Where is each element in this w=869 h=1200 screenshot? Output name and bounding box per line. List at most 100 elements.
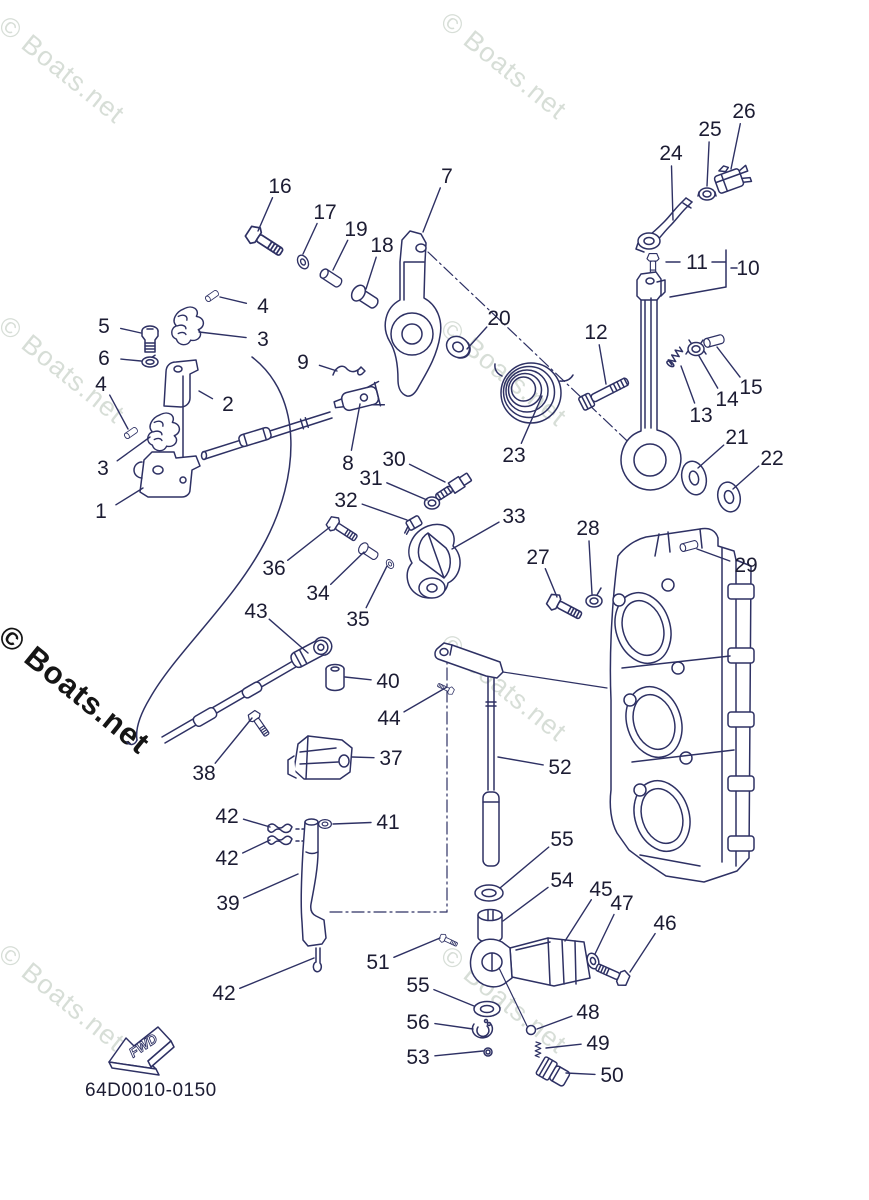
callout-leader-46 — [629, 932, 656, 973]
callout-leader-35 — [365, 565, 388, 609]
part-link-rod-43 — [161, 636, 333, 744]
callout-7: 7 — [441, 165, 453, 188]
callout-leader-20 — [466, 326, 488, 350]
part-nut-31 — [423, 496, 441, 510]
callout-43: 43 — [244, 600, 267, 623]
callout-leader-30 — [408, 463, 446, 483]
part-spring-23 — [494, 362, 574, 424]
part-bolt-16 — [242, 222, 288, 262]
part-clamp-3b — [147, 412, 181, 452]
callout-leader-45 — [564, 899, 592, 942]
part-pin-4b — [123, 426, 139, 440]
callout-leader-17 — [302, 222, 318, 255]
callout-16: 16 — [268, 175, 291, 198]
part-washer-41 — [318, 818, 332, 830]
fwd-arrow: FWD — [108, 1026, 175, 1076]
part-spring-13 — [666, 345, 685, 368]
callout-leader-50 — [565, 1072, 596, 1076]
callout-37: 37 — [379, 747, 402, 770]
callout-leader-24 — [670, 165, 674, 221]
part-bolt-12 — [578, 377, 630, 411]
callout-leader-21 — [697, 444, 725, 469]
callout-49: 49 — [586, 1032, 609, 1055]
callout-leader-15 — [716, 346, 741, 378]
part-washer-6 — [141, 354, 159, 368]
part-nut-28 — [585, 587, 603, 608]
callout-14: 14 — [715, 388, 739, 411]
part-screw-38 — [245, 708, 274, 740]
callout-2: 2 — [222, 393, 234, 416]
callout-leader-47 — [594, 913, 615, 955]
part-lever-7 — [384, 230, 442, 397]
callout-19: 19 — [344, 218, 367, 241]
callout-13: 13 — [689, 404, 712, 427]
part-nut-25 — [697, 187, 717, 201]
callout-1: 1 — [95, 500, 107, 523]
callout-leader-8 — [350, 403, 361, 451]
callout-42: 42 — [215, 805, 238, 828]
callout-leader-51 — [393, 937, 441, 958]
callout-leader-36 — [287, 526, 331, 561]
callout-leader-55 — [499, 846, 550, 889]
callout-26: 26 — [732, 100, 755, 123]
part-plug-50 — [535, 1056, 571, 1087]
callout-5: 5 — [98, 315, 110, 338]
callout-48: 48 — [576, 1001, 599, 1024]
callout-leader-32 — [361, 503, 408, 521]
part-bushing-40 — [325, 663, 345, 692]
part-screw-5 — [141, 325, 159, 353]
callout-leader-49 — [545, 1043, 582, 1049]
callout-leader-12 — [598, 344, 607, 385]
callout-leader-42 — [241, 839, 271, 854]
callout-leader-23 — [520, 395, 543, 444]
callout-40: 40 — [376, 670, 399, 693]
callout-8: 8 — [342, 452, 354, 475]
part-clip-32 — [403, 515, 423, 535]
callout-21: 21 — [725, 426, 748, 449]
callout-leader-3 — [198, 331, 247, 339]
callout-9: 9 — [297, 351, 309, 374]
part-ball-48 — [525, 1024, 537, 1036]
callout-4: 4 — [95, 373, 107, 396]
part-washer-22 — [716, 481, 742, 513]
part-throttle-rod-8 — [200, 380, 386, 461]
callout-20: 20 — [487, 307, 510, 330]
part-bolt-36 — [323, 513, 361, 546]
callout-29: 29 — [734, 554, 757, 577]
callout-54: 54 — [550, 869, 574, 892]
part-cable-joint-26 — [713, 164, 753, 194]
part-ring-53 — [483, 1047, 493, 1057]
callout-44: 44 — [377, 707, 401, 730]
callout-17: 17 — [313, 201, 336, 224]
part-lever-39 — [300, 818, 327, 973]
part-cam-33 — [406, 523, 461, 599]
callout-leader-25 — [706, 141, 710, 187]
callout-leader-13 — [680, 365, 696, 404]
part-cotter-42 — [267, 823, 307, 846]
callout-leader-18 — [365, 256, 377, 290]
callout-leader-16 — [257, 196, 274, 232]
part-bushing-34 — [358, 542, 380, 562]
callout-6: 6 — [98, 347, 110, 370]
callout-45: 45 — [589, 878, 612, 901]
callout-34: 34 — [306, 582, 330, 605]
diagram-code: 64D0010-0150 — [85, 1080, 217, 1101]
callout-leader-37 — [351, 756, 375, 759]
callout-52: 52 — [548, 756, 571, 779]
part-clamp-3a — [171, 306, 205, 346]
part-stay-44-and-bolt — [434, 642, 608, 696]
callout-31: 31 — [359, 467, 382, 490]
part-bushing-18 — [350, 284, 381, 311]
callout-leader-34 — [330, 551, 365, 586]
callout-leader-44 — [403, 686, 448, 713]
callout-56: 56 — [406, 1011, 429, 1034]
callout-22: 22 — [760, 447, 783, 470]
callout-leader-42 — [239, 957, 315, 989]
callout-leader-48 — [536, 1015, 573, 1030]
callout-38: 38 — [192, 762, 215, 785]
callout-33: 33 — [502, 505, 525, 528]
part-nut-14 — [685, 339, 707, 357]
callout-leader-27 — [544, 568, 558, 598]
